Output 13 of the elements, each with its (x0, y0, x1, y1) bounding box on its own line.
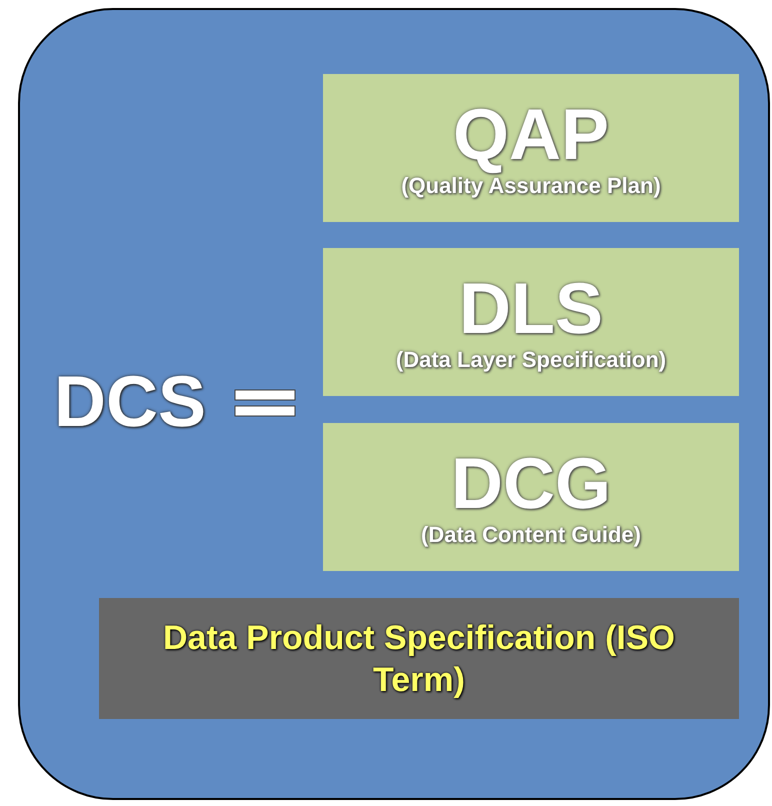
acronym-text: DCG (451, 446, 611, 522)
full-name-text: (Quality Assurance Plan) (401, 173, 661, 199)
term-text: Data Product Specification (ISO Term) (162, 618, 676, 700)
full-name-text: (Data Layer Specification) (396, 347, 666, 373)
full-name-text: (Data Content Guide) (421, 522, 641, 548)
acronym-text: DLS (459, 271, 603, 347)
acronym-text: QAP (452, 97, 610, 173)
component-box (323, 423, 739, 571)
component-box (323, 248, 739, 396)
acronym-heading: DCS (54, 362, 206, 442)
component-box (323, 74, 739, 222)
rounded-panel (18, 8, 770, 800)
term-banner (99, 598, 739, 719)
